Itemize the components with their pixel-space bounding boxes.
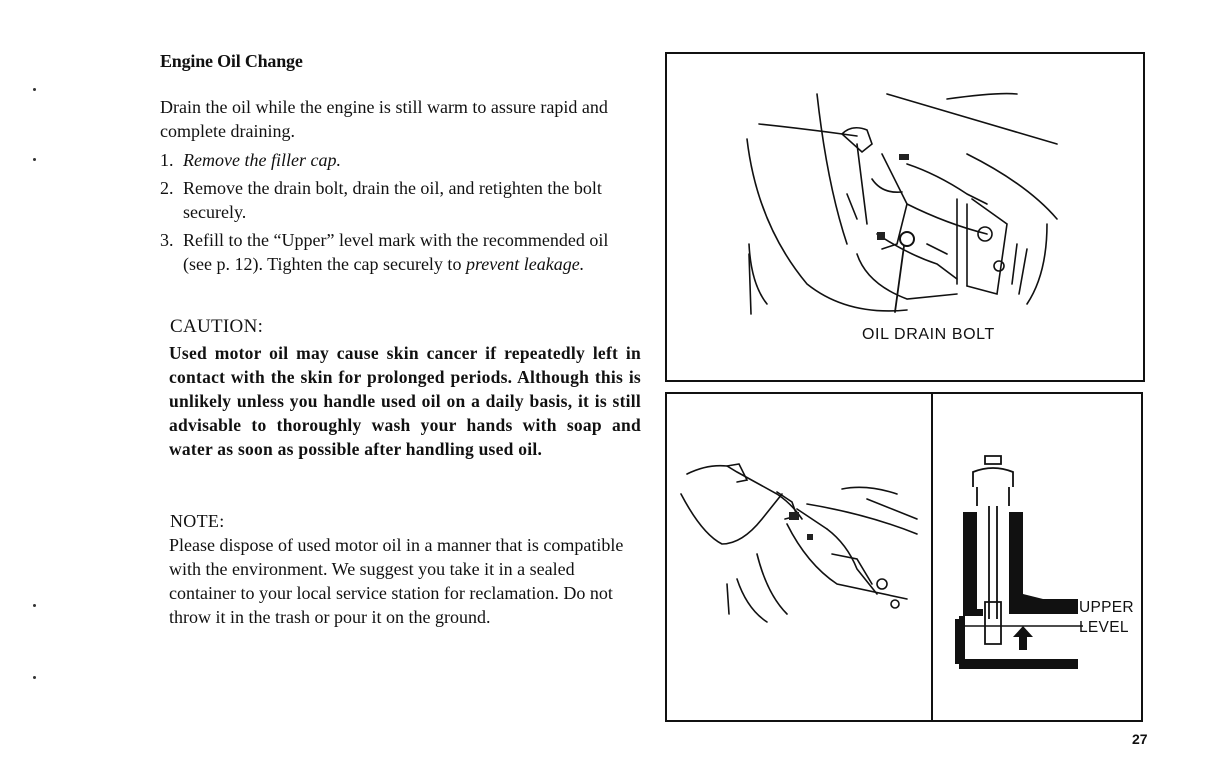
upper-level-diagram: [955, 455, 1083, 669]
step-text: Refill to the “Upper” level mark with th…: [183, 230, 609, 274]
drain-bolt-figure: OIL DRAIN BOLT: [665, 52, 1145, 382]
note-title: NOTE:: [170, 511, 225, 531]
scan-speck: [33, 158, 36, 161]
scan-speck: [33, 604, 36, 607]
scan-speck: [33, 88, 36, 91]
caution-title: CAUTION:: [170, 316, 264, 337]
step-text: Remove the filler cap.: [183, 150, 341, 170]
step-item: 2. Remove the drain bolt, drain the oil,…: [160, 176, 635, 224]
section-title: Engine Oil Change: [160, 51, 303, 71]
note-body: Please dispose of used motor oil in a ma…: [169, 535, 624, 627]
upper-level-label: UPPER LEVEL: [1079, 598, 1134, 638]
upper-label-line2: LEVEL: [1079, 619, 1129, 636]
drain-bolt-illustration: [746, 92, 1058, 315]
refill-figure: UPPER LEVEL: [665, 392, 1143, 722]
step-item: 1. Remove the filler cap.: [160, 148, 635, 172]
step-number: 1.: [160, 150, 174, 170]
step-number: 2.: [160, 178, 174, 198]
caution-body: Used motor oil may cause skin cancer if …: [169, 343, 641, 459]
upper-label-line1: UPPER: [1079, 599, 1134, 616]
page-number: 27: [1132, 731, 1148, 747]
figure-divider: [931, 394, 933, 720]
drain-bolt-label: OIL DRAIN BOLT: [862, 326, 995, 343]
intro-paragraph: Drain the oil while the engine is still …: [160, 97, 608, 141]
step-number: 3.: [160, 230, 174, 250]
step-text: Remove the drain bolt, drain the oil, an…: [183, 178, 602, 222]
refill-illustration: [680, 463, 918, 623]
steps-list: 1. Remove the filler cap. 2. Remove the …: [160, 148, 635, 280]
step-item: 3. Refill to the “Upper” level mark with…: [160, 228, 635, 276]
step-text-tail: prevent leakage.: [465, 254, 585, 274]
scan-speck: [33, 676, 36, 679]
